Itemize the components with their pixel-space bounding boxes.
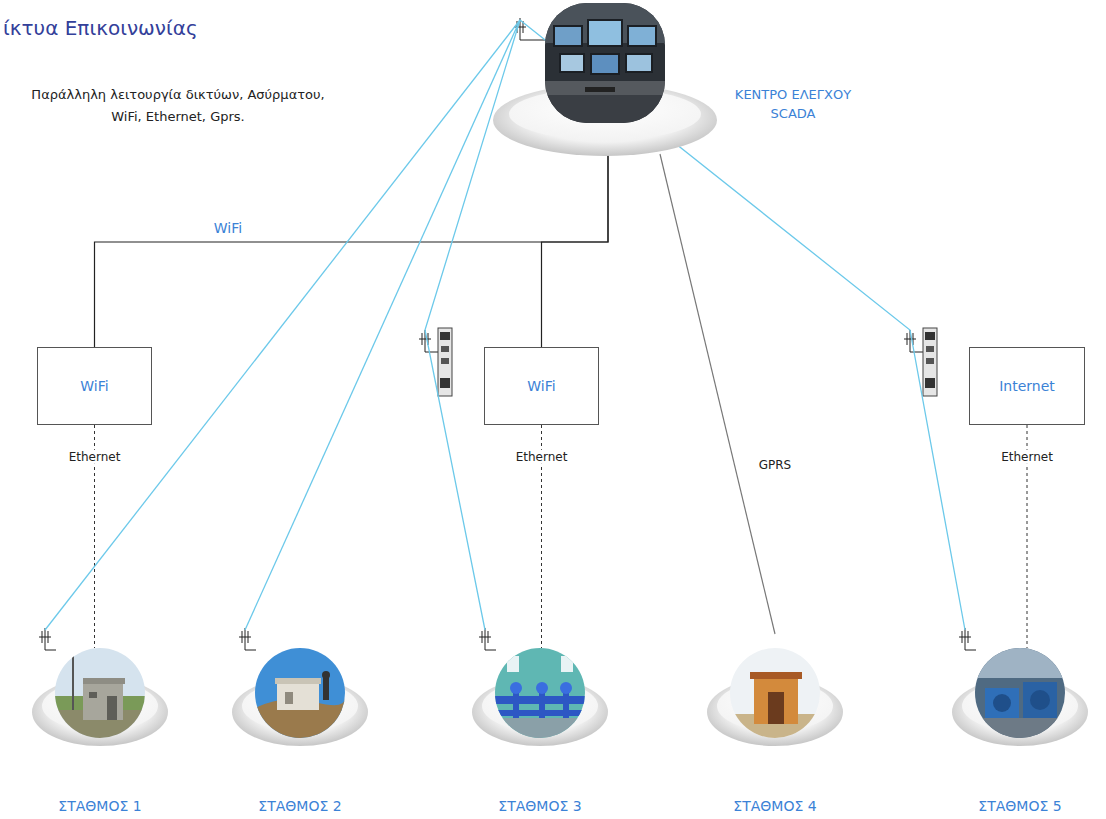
station-label: ΣΤΑΘΜΟΣ 5 (950, 796, 1090, 816)
radio-link (45, 20, 520, 630)
station-disc: ΚΕΝΤΡΟ ΕΛΕΓΧΟΥ SCADA (490, 0, 720, 160)
network-link (95, 152, 609, 347)
station-photo (55, 648, 145, 738)
modem-port (926, 346, 934, 352)
station-disc: ΣΤΑΘΜΟΣ 1 (30, 630, 170, 760)
modem-port (925, 332, 935, 340)
disc-shape (230, 630, 370, 760)
station-label: ΣΤΑΘΜΟΣ 4 (705, 796, 845, 816)
antenna-symbol (239, 628, 256, 650)
modem-port (441, 346, 449, 352)
network-box: WiFi (484, 347, 599, 425)
station-photo (255, 648, 345, 738)
antenna-symbol (39, 628, 56, 650)
station-label: ΣΤΑΘΜΟΣ 3 (470, 796, 610, 816)
radio-modem (438, 328, 452, 396)
box-label: WiFi (80, 378, 108, 394)
station-photo (730, 648, 820, 738)
station-disc: ΣΤΑΘΜΟΣ 5 (950, 630, 1090, 760)
antenna-symbol (959, 628, 976, 650)
diagram-title: ίκτυα Επικοινωνίας (3, 16, 198, 40)
link-label: GPRS (756, 458, 795, 472)
station-disc: ΣΤΑΘΜΟΣ 3 (470, 630, 610, 760)
radio-link (245, 20, 520, 630)
box-label: WiFi (527, 378, 555, 394)
antenna-symbol (479, 628, 496, 650)
network-box: WiFi (37, 347, 152, 425)
modem-port (926, 358, 934, 364)
disc-shape (705, 630, 845, 760)
disc-shape (470, 630, 610, 760)
disc-shape (950, 630, 1090, 760)
modem-port (441, 358, 449, 364)
modem-port (925, 378, 935, 388)
disc-shape (490, 0, 720, 160)
station-photo (975, 648, 1065, 738)
station-label: ΣΤΑΘΜΟΣ 2 (230, 796, 370, 816)
radio-modem (438, 328, 452, 396)
modem-port (440, 378, 450, 388)
link-label: Ethernet (513, 450, 571, 464)
station-label: ΚΕΝΤΡΟ ΕΛΕΓΧΟΥ SCADA (718, 86, 868, 124)
station-label: ΣΤΑΘΜΟΣ 1 (30, 796, 170, 816)
radio-modem (923, 328, 937, 396)
network-box: Internet (969, 347, 1085, 425)
antenna-symbol (39, 18, 976, 650)
disc-shape (30, 630, 170, 760)
modem-port (440, 332, 450, 340)
note-text: Παράλληλη λειτουργία δικτύων, Ασύρματου,… (28, 84, 328, 128)
station-disc: ΣΤΑΘΜΟΣ 4 (705, 630, 845, 760)
radio-modem (923, 328, 937, 396)
link-label: WiFi (211, 220, 245, 237)
network-link (660, 154, 775, 634)
box-label: Internet (999, 378, 1055, 394)
station-photo (495, 648, 585, 738)
station-photo (545, 3, 665, 123)
network-link (542, 152, 609, 347)
link-label: Ethernet (998, 450, 1056, 464)
station-disc: ΣΤΑΘΜΟΣ 2 (230, 630, 370, 760)
link-label: Ethernet (66, 450, 124, 464)
